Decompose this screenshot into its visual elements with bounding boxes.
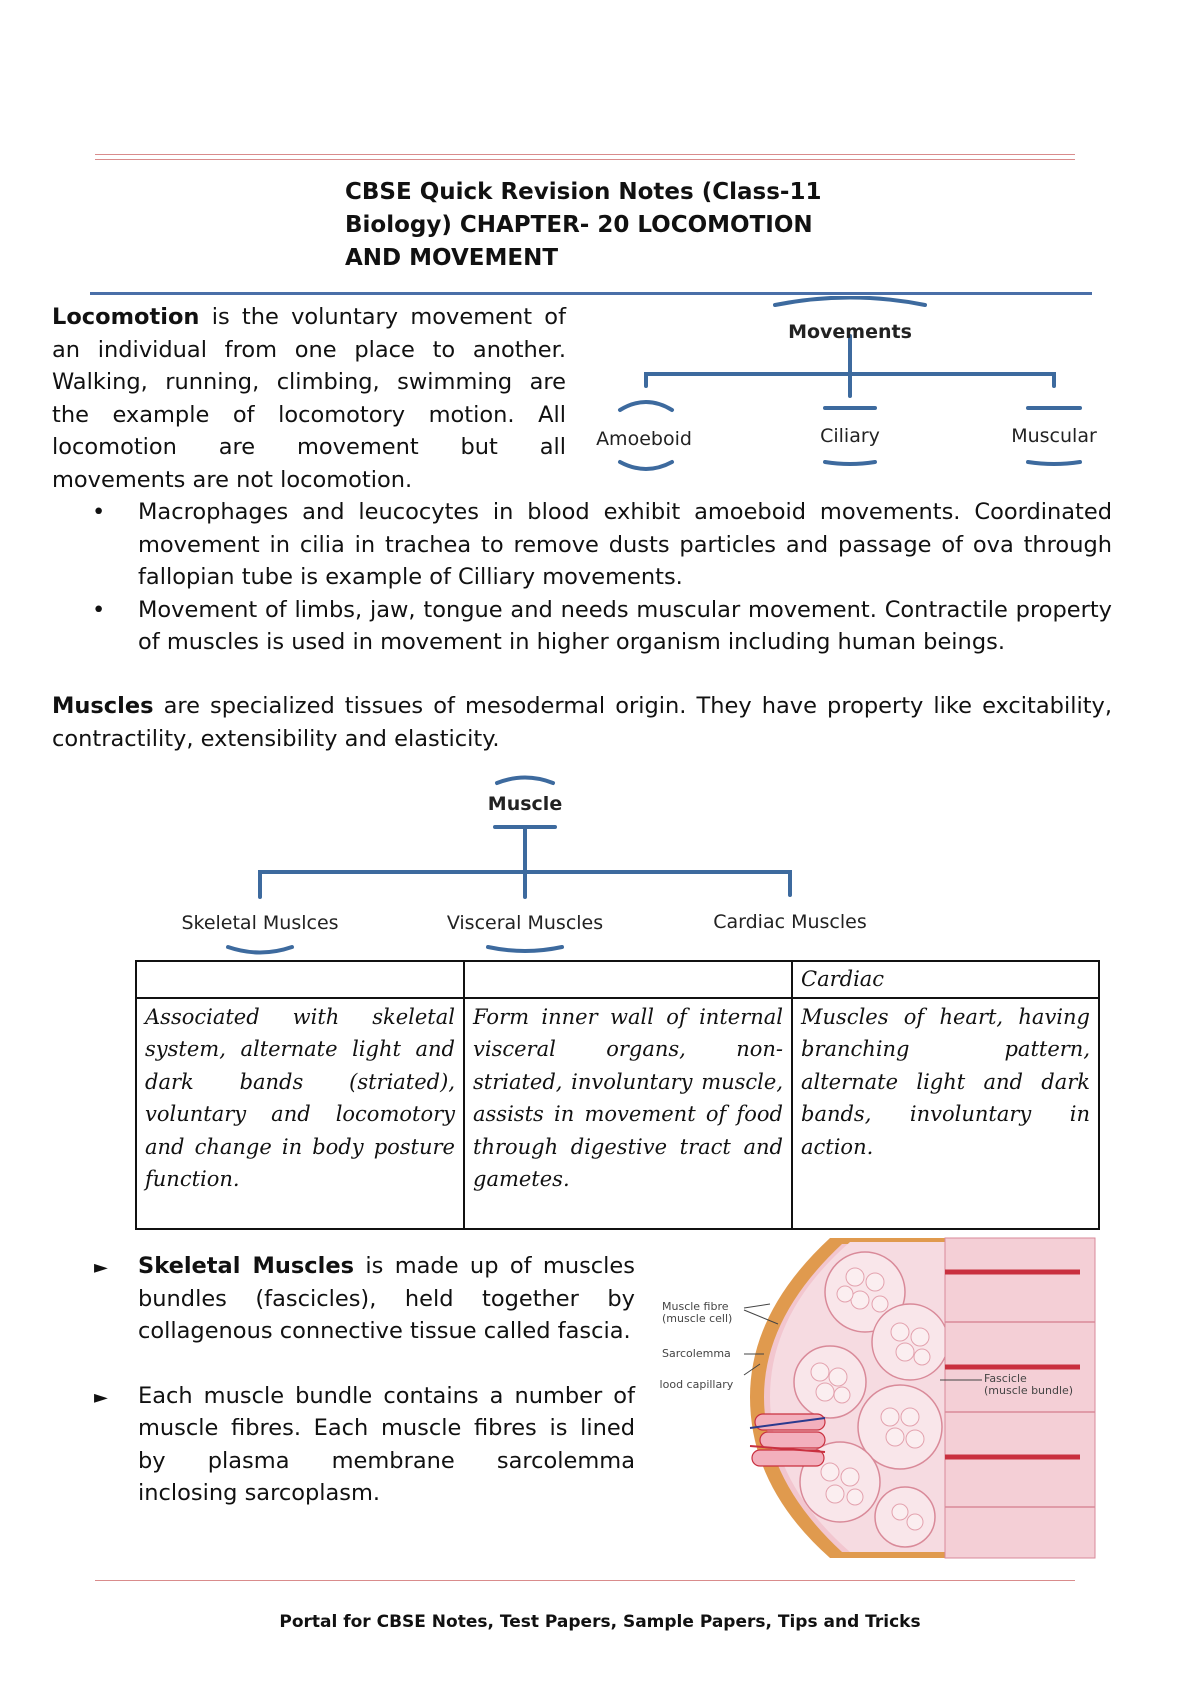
footer-text: Portal for CBSE Notes, Test Papers, Samp… [279, 1612, 921, 1632]
bullet-item: • Movement of limbs, jaw, tongue and need… [52, 594, 1112, 659]
title-underline [90, 292, 1092, 295]
table-cell-cardiac: Muscles of heart, having branching patte… [791, 996, 1100, 1230]
bullet-dot: • [92, 499, 106, 525]
table-row: Associated with skeletal system, alterna… [135, 996, 1100, 1230]
bullet-list: • Macrophages and leucocytes in blood exh… [52, 496, 1112, 659]
muscles-text: are specialized tissues of mesodermal or… [52, 693, 1112, 752]
table-cell-text: Form inner wall of internal visceral org… [473, 1004, 783, 1192]
table-header-cell [135, 960, 465, 999]
intro-paragraph: Locomotion is the voluntary movement of … [52, 301, 566, 496]
label-fibre: Muscle fibre [662, 1300, 729, 1313]
arrow-item: ► Each muscle bundle contains a number of… [90, 1380, 635, 1510]
muscles-paragraph: Muscles are specialized tissues of mesod… [52, 690, 1112, 755]
intro-term: Locomotion [52, 304, 200, 330]
arrow-bullet-icon: ► [94, 1257, 108, 1278]
muscle-types-table: Cardiac Associated with skeletal system,… [135, 960, 1100, 1230]
top-rule-2 [95, 159, 1075, 160]
label-fascicle-sub: (muscle bundle) [984, 1384, 1073, 1397]
muscle-fibres [751, 1413, 826, 1467]
table-cell-text: Associated with skeletal system, alterna… [145, 1004, 455, 1192]
table-cell-visceral: Form inner wall of internal visceral org… [463, 996, 793, 1230]
muscle-child-cardiac: Cardiac Muscles [713, 911, 867, 933]
bullet-text: Macrophages and leucocytes in blood exhi… [138, 499, 1112, 590]
arrow-item-term: Skeletal Muscles [138, 1253, 355, 1279]
arrow-item-text: is made up of muscles bundles (fascicles… [138, 1253, 635, 1344]
arrow-bullet-icon: ► [94, 1386, 108, 1408]
movements-child-muscular: Muscular [1011, 425, 1097, 447]
label-sarcolemma: Sarcolemma [662, 1347, 731, 1360]
muscle-root: Muscle [488, 793, 562, 815]
muscle-structure-figure: Fascicle (muscle bundle) Muscle fibre (m… [660, 1237, 1096, 1559]
movements-child-ciliary: Ciliary [820, 425, 880, 447]
arrow-item: ► Skeletal Muscles is made up of muscles … [90, 1250, 635, 1348]
page-title: CBSE Quick Revision Notes (Class-11 Biol… [345, 179, 822, 271]
label-capillary: Blood capillary [660, 1378, 734, 1391]
muscle-child-visceral: Visceral Muscles [447, 912, 603, 934]
bullet-item: • Macrophages and leucocytes in blood exh… [52, 496, 1112, 594]
bottom-rule [95, 1580, 1075, 1581]
muscle-diagram: Muscle Skeletal Muslces Visceral Muscles… [181, 775, 867, 955]
table-header-row: Cardiac [135, 960, 1100, 999]
table-header-cell [463, 960, 793, 999]
longitudinal-section [944, 1237, 1096, 1559]
movements-bracket-top [773, 296, 927, 307]
label-fibre-sub: (muscle cell) [662, 1312, 732, 1325]
bullet-dot: • [92, 596, 106, 623]
table-cell-text: Muscles of heart, having branching patte… [801, 1004, 1090, 1159]
movements-diagram: Movements Amoeboid Ciliary Muscular [596, 296, 1097, 471]
muscle-child-skeletal: Skeletal Muslces [181, 912, 338, 934]
table-cell-skeletal: Associated with skeletal system, alterna… [135, 996, 465, 1230]
bullet-text: Movement of limbs, jaw, tongue and needs… [138, 596, 1112, 656]
intro-text: is the voluntary movement of an individu… [52, 304, 566, 493]
label-fascicle: Fascicle [984, 1372, 1027, 1385]
arrow-item-text: Each muscle bundle contains a number of … [138, 1382, 635, 1507]
muscles-term: Muscles [52, 693, 154, 719]
movements-child-amoeboid: Amoeboid [596, 428, 692, 450]
skeletal-notes: ► Skeletal Muscles is made up of muscles … [90, 1250, 635, 1510]
top-rule [95, 154, 1075, 155]
movements-root: Movements [788, 321, 912, 343]
table-header-cell: Cardiac [791, 960, 1100, 999]
